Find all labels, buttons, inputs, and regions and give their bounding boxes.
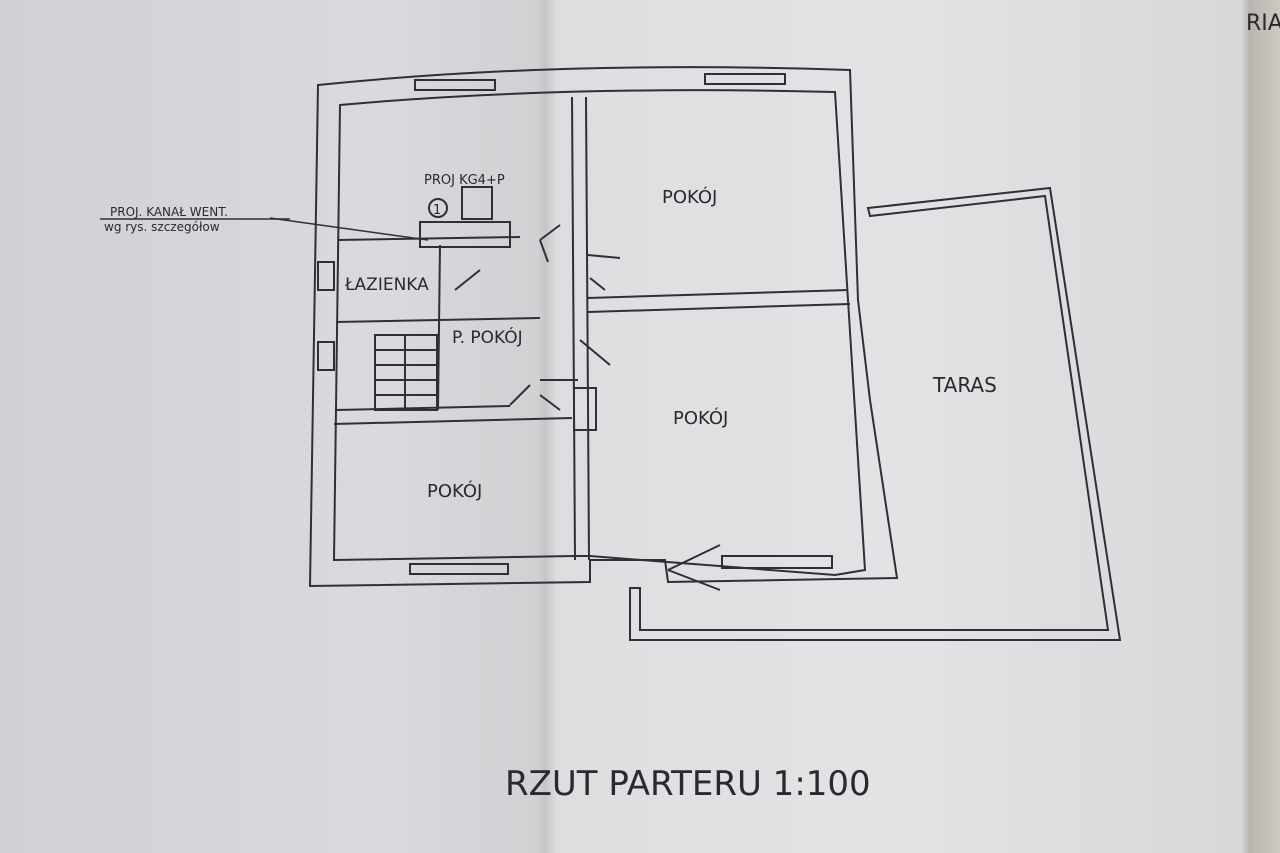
- room-top-right-label: POKÓJ: [662, 186, 717, 208]
- bathroom-label: ŁAZIENKA: [344, 275, 429, 295]
- kitchen-label: PROJ KG4+P: [424, 173, 505, 188]
- room-middle-right-label: POKÓJ: [673, 407, 728, 429]
- plan-title: RZUT PARTERU 1:100: [505, 764, 871, 804]
- outer-wall: [308, 66, 899, 588]
- terrace-outline: [629, 186, 1122, 641]
- inner-wall: [332, 89, 867, 577]
- vent-note-line1: PROJ. KANAŁ WENT.: [110, 205, 228, 219]
- hall-label: P. POKÓJ: [452, 326, 523, 348]
- edge-text: RIA: [1246, 11, 1280, 36]
- kitchen-marker: 1: [433, 203, 441, 218]
- vent-note-line2: wg rys. szczegółow: [104, 220, 220, 234]
- room-bottom-left-label: POKÓJ: [427, 480, 482, 502]
- terrace-label: TARAS: [932, 373, 997, 397]
